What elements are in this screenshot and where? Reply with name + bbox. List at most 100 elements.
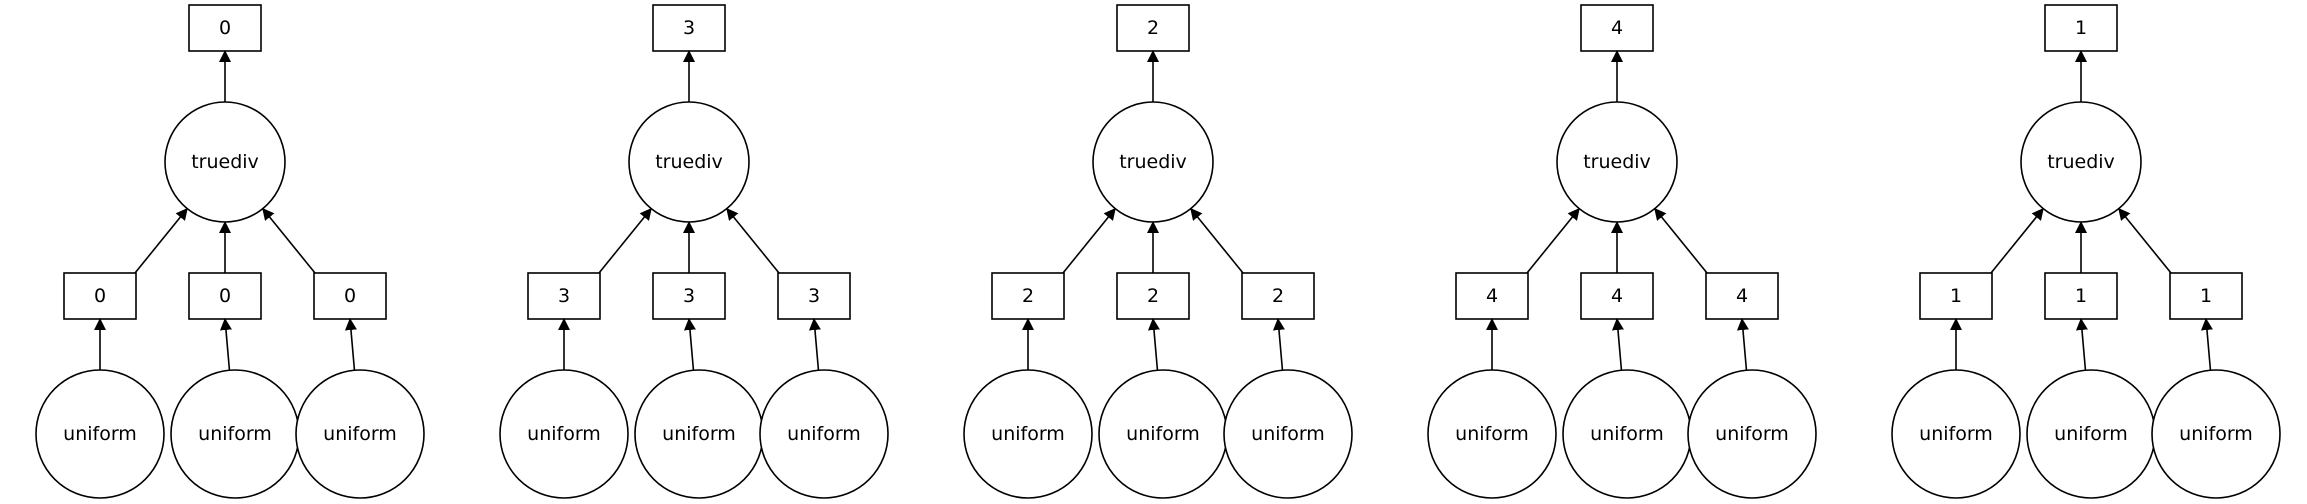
source-label: uniform: [1251, 423, 1325, 445]
chunk-label: 2: [1147, 285, 1159, 307]
graph-1: 3 truediv 3 uniform 3 uniform 3 uniform: [499, 4, 889, 499]
op-node: truediv: [1556, 101, 1678, 223]
source-circle: [1687, 369, 1817, 499]
source-label: uniform: [787, 423, 861, 445]
edge-source-to-chunk: [683, 318, 696, 371]
source-label: uniform: [1590, 423, 1664, 445]
output-node: 2: [1116, 4, 1190, 52]
chunk-node: 3: [527, 272, 601, 320]
output-box: [188, 4, 262, 52]
chunk-node: 4: [1705, 272, 1779, 320]
chunk-label: 1: [2075, 285, 2087, 307]
source-node: uniform: [759, 369, 889, 499]
source-circle: [295, 369, 425, 499]
source-circle: [35, 369, 165, 499]
output-label: 4: [1611, 17, 1623, 39]
source-circle: [499, 369, 629, 499]
source-label: uniform: [2054, 423, 2128, 445]
edge-chunk-to-op: [726, 207, 780, 274]
source-node: uniform: [2026, 369, 2156, 499]
source-node: uniform: [499, 369, 629, 499]
chunk-node: 0: [63, 272, 137, 320]
chunk-box: [777, 272, 851, 320]
op-label: truediv: [655, 151, 723, 173]
source-node: uniform: [963, 369, 1093, 499]
graphs-layer: 0 truediv 0 uniform 0 uniform 0 uniform 3 truediv…: [35, 4, 2281, 499]
edge-source-to-chunk: [344, 318, 357, 371]
source-circle: [1427, 369, 1557, 499]
source-node: uniform: [2151, 369, 2281, 499]
edge-chunk-to-op: [1526, 207, 1580, 274]
chunk-label: 0: [219, 285, 231, 307]
edge-chunk-to-op: [262, 207, 316, 274]
source-circle: [759, 369, 889, 499]
source-label: uniform: [1126, 423, 1200, 445]
chunk-label: 2: [1272, 285, 1284, 307]
chunk-box: [313, 272, 387, 320]
edge-chunk-to-op: [598, 207, 652, 274]
output-label: 0: [219, 17, 231, 39]
edge-source-to-chunk: [2200, 318, 2213, 371]
source-node: uniform: [170, 369, 300, 499]
chunk-label: 3: [558, 285, 570, 307]
edge-chunk-to-op: [2118, 207, 2172, 274]
source-label: uniform: [2179, 423, 2253, 445]
chunk-label: 2: [1022, 285, 1034, 307]
op-label: truediv: [191, 151, 259, 173]
chunk-box: [1116, 272, 1190, 320]
chunk-label: 3: [808, 285, 820, 307]
edge-source-to-chunk: [219, 318, 232, 371]
edge-chunk-to-op: [1062, 207, 1116, 274]
source-circle: [1891, 369, 2021, 499]
op-label: truediv: [1119, 151, 1187, 173]
edge-source-to-chunk: [1147, 318, 1160, 371]
chunk-node: 1: [2044, 272, 2118, 320]
source-node: uniform: [1891, 369, 2021, 499]
edge-source-to-chunk: [1272, 318, 1285, 371]
chunk-box: [1705, 272, 1779, 320]
chunk-box: [1241, 272, 1315, 320]
op-node: truediv: [1092, 101, 1214, 223]
chunk-box: [652, 272, 726, 320]
chunk-label: 0: [94, 285, 106, 307]
source-circle: [963, 369, 1093, 499]
chunk-label: 4: [1736, 285, 1748, 307]
edge-chunk-to-op: [1654, 207, 1708, 274]
source-node: uniform: [634, 369, 764, 499]
source-label: uniform: [527, 423, 601, 445]
edge-chunk-to-op: [1990, 207, 2044, 274]
source-node: uniform: [1223, 369, 1353, 499]
source-label: uniform: [1919, 423, 1993, 445]
output-box: [1580, 4, 1654, 52]
graph-2: 2 truediv 2 uniform 2 uniform 2 uniform: [963, 4, 1353, 499]
chunk-label: 1: [1950, 285, 1962, 307]
chunk-node: 3: [652, 272, 726, 320]
source-node: uniform: [1562, 369, 1692, 499]
chunk-node: 1: [2169, 272, 2243, 320]
output-node: 0: [188, 4, 262, 52]
edge-chunk-to-op: [134, 207, 188, 274]
chunk-node: 0: [188, 272, 262, 320]
chunk-node: 2: [1116, 272, 1190, 320]
chunk-label: 3: [683, 285, 695, 307]
op-label: truediv: [2047, 151, 2115, 173]
op-node: truediv: [2020, 101, 2142, 223]
op-node: truediv: [164, 101, 286, 223]
op-node: truediv: [628, 101, 750, 223]
output-node: 4: [1580, 4, 1654, 52]
source-label: uniform: [662, 423, 736, 445]
output-box: [1116, 4, 1190, 52]
edge-source-to-chunk: [808, 318, 821, 371]
chunk-node: 2: [991, 272, 1065, 320]
source-node: uniform: [1098, 369, 1228, 499]
edge-source-to-chunk: [2075, 318, 2088, 371]
source-circle: [2151, 369, 2281, 499]
chunk-node: 0: [313, 272, 387, 320]
source-node: uniform: [35, 369, 165, 499]
output-box: [2044, 4, 2118, 52]
output-label: 3: [683, 17, 695, 39]
